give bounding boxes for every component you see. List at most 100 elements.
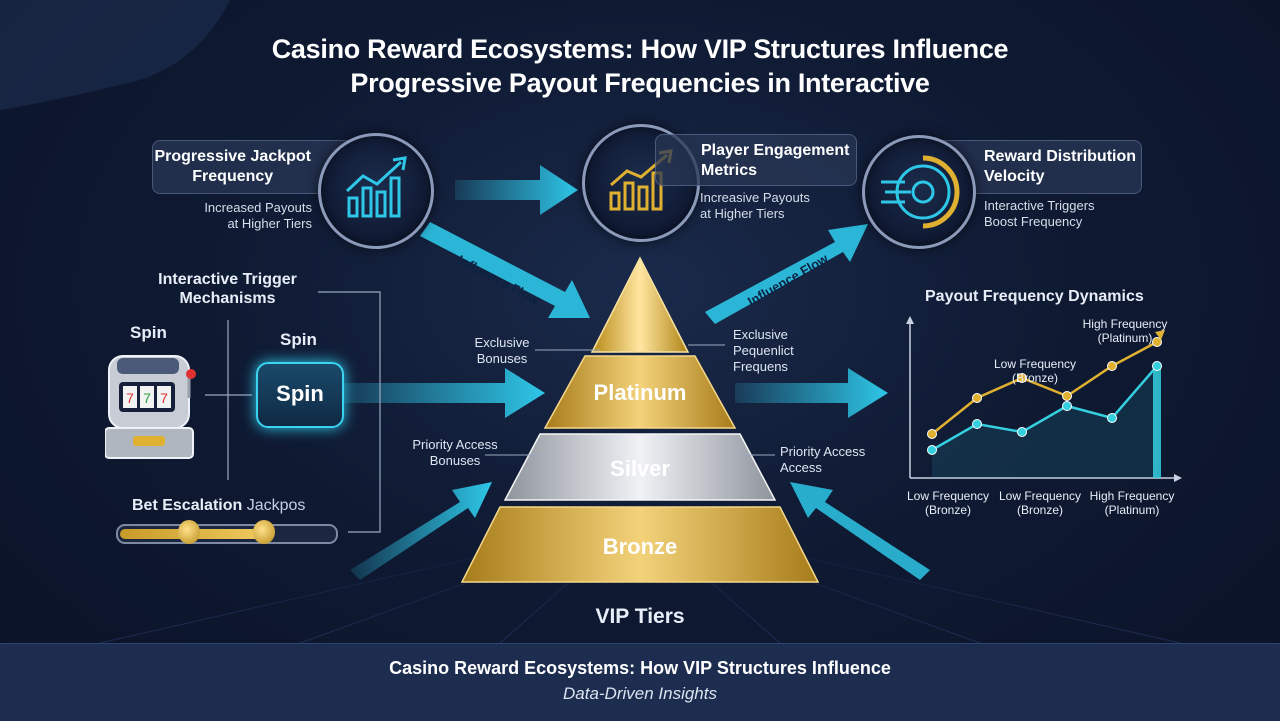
chart-title: Payout Frequency Dynamics: [925, 288, 1144, 305]
chart-annotation-line-1: High Frequency: [1083, 317, 1168, 331]
payout-frequency-chart: Low Frequency(Bronze)High Frequency(Plat…: [906, 316, 1182, 517]
silver-left-line-2: Bonuses: [429, 453, 481, 468]
bet-escalation-label: Bet Escalation Jackpos: [132, 497, 305, 515]
bet-slider[interactable]: [116, 520, 338, 544]
chart-point-series-2: [927, 445, 937, 455]
jackpot-chart-icon: [318, 133, 434, 249]
arrow-influence-left: [420, 222, 590, 318]
engagement-sub-line-1: Increasive Payouts: [700, 190, 810, 205]
chart-x-tick-line-2: (Bronze): [925, 503, 971, 517]
velocity-sub-line-2: Boost Frequency: [984, 214, 1083, 229]
svg-text:7: 7: [126, 390, 134, 406]
footer-title: Casino Reward Ecosystems: How VIP Struct…: [389, 658, 891, 678]
velocity-sub-line-1: Interactive Triggers: [984, 198, 1095, 213]
chart-point-series-1: [1152, 337, 1162, 347]
chart-annotation-line-2: (Bronze): [1012, 371, 1058, 385]
chart-line-series-2: [931, 365, 1158, 452]
chart-point-series-1: [927, 429, 937, 439]
velocity-dial-icon: [862, 135, 976, 249]
vip-tiers-caption: VIP Tiers: [595, 605, 685, 628]
arrow-jackpot-to-engagement: [455, 165, 578, 215]
chart-x-tick-line-1: High Frequency: [1090, 489, 1175, 503]
chart-x-tick-line-2: (Bronze): [1017, 503, 1063, 517]
jackpot-title-line-2: Frequency: [192, 168, 274, 185]
triggers-heading-line-2: Mechanisms: [179, 290, 276, 307]
tier-label-platinum: Platinum: [593, 380, 687, 405]
chart-x-tick-line-2: (Platinum): [1105, 503, 1160, 517]
velocity-title-line-1: Reward Distribution: [984, 148, 1137, 165]
footer-subtitle: Data-Driven Insights: [562, 684, 717, 703]
chart-annotation-line-1: Low Frequency: [994, 357, 1076, 371]
velocity-subtext: Interactive Triggers Boost Frequency: [984, 198, 1095, 230]
svg-text:7: 7: [143, 390, 151, 406]
spin-button-label: Spin: [276, 381, 324, 406]
chart-peak-bar: [1153, 366, 1161, 478]
platinum-right-callout: Exclusive Pequenlict Frequens: [733, 327, 794, 375]
spin-label-right: Spin: [280, 330, 317, 349]
platinum-left-callout: Exclusive Bonuses: [470, 335, 534, 367]
jackpot-frequency-label: Progressive Jackpot Frequency: [152, 140, 354, 194]
chart-annotation-line-2: (Platinum): [1098, 331, 1153, 345]
platinum-left-line-1: Exclusive: [474, 335, 530, 350]
chart-point-series-2: [1152, 361, 1162, 371]
svg-text:7: 7: [160, 390, 168, 406]
silver-left-callout: Priority Access Bonuses: [405, 437, 505, 469]
silver-right-callout: Priority Access Access: [780, 444, 865, 476]
chart-point-series-1: [1062, 391, 1072, 401]
jackpot-title-line-1: Progressive Jackpot: [154, 148, 311, 165]
tier-label-bronze: Bronze: [602, 534, 678, 559]
engagement-sub-line-2: at Higher Tiers: [700, 206, 785, 221]
silver-right-line-2: Access: [780, 460, 822, 475]
pyramid-tier-platinum: [543, 355, 737, 429]
tier-label-silver: Silver: [610, 456, 670, 481]
platinum-right-line-3: Frequens: [733, 359, 788, 374]
jackpot-sub-line-1: Increased Payouts: [204, 200, 312, 215]
page-title-line-2: Progressive Payout Frequencies in Intera…: [350, 68, 930, 98]
chart-area-series-2: [932, 366, 1157, 478]
engagement-title-line-2: Metrics: [701, 162, 758, 179]
silver-right-line-1: Priority Access: [780, 444, 866, 459]
pyramid-apex: [590, 256, 690, 353]
chart-trend-arrowhead: [1155, 330, 1165, 340]
chart-point-series-2: [1062, 401, 1072, 411]
chart-x-axis-arrow: [1174, 474, 1182, 482]
jackpot-subtext: Increased Payouts at Higher Tiers: [190, 200, 312, 232]
chart-x-tick-line-1: Low Frequency: [999, 489, 1081, 503]
chart-point-series-2: [1107, 413, 1117, 423]
arrow-pyramid-to-chart: [735, 368, 888, 418]
page-title: Casino Reward Ecosystems: How VIP Struct…: [0, 32, 1280, 100]
bet-escalation-sub: Jackpos: [246, 497, 306, 514]
bet-slider-handle-2[interactable]: [253, 520, 275, 544]
arrow-bottom-right: [790, 482, 930, 580]
page-title-line-1: Casino Reward Ecosystems: How VIP Struct…: [271, 34, 1009, 64]
slot-machine-icon[interactable]: 7 7 7: [104, 348, 197, 460]
arrow-bottom-left: [350, 482, 492, 580]
engagement-metrics-label: Player Engagement Metrics: [655, 134, 857, 186]
footer-bar: [0, 643, 1280, 721]
chart-point-series-1: [972, 393, 982, 403]
engagement-title-line-1: Player Engagement: [701, 142, 850, 159]
chart-point-series-2: [1017, 427, 1027, 437]
triggers-heading: Interactive Trigger Mechanisms: [140, 270, 315, 308]
chart-y-axis-arrow: [906, 316, 914, 324]
chart-point-series-2: [972, 419, 982, 429]
pyramid-tier-silver: [503, 433, 777, 501]
velocity-title-line-2: Velocity: [984, 168, 1045, 185]
arrow-influence-right: [705, 224, 868, 324]
triggers-heading-line-1: Interactive Trigger: [158, 271, 297, 288]
chart-x-tick-line-1: Low Frequency: [907, 489, 989, 503]
chart-point-series-1: [1017, 373, 1027, 383]
spin-button[interactable]: Spin: [256, 362, 344, 428]
platinum-right-line-1: Exclusive: [733, 327, 788, 342]
platinum-left-line-2: Bonuses: [476, 351, 528, 366]
chart-point-series-1: [1107, 361, 1117, 371]
pyramid-tier-bronze: [460, 506, 820, 583]
silver-left-line-1: Priority Access: [412, 437, 498, 452]
chart-line-series-1: [931, 340, 1158, 435]
bet-escalation-title: Bet Escalation: [132, 497, 243, 514]
bet-slider-handle-1[interactable]: [178, 520, 200, 544]
